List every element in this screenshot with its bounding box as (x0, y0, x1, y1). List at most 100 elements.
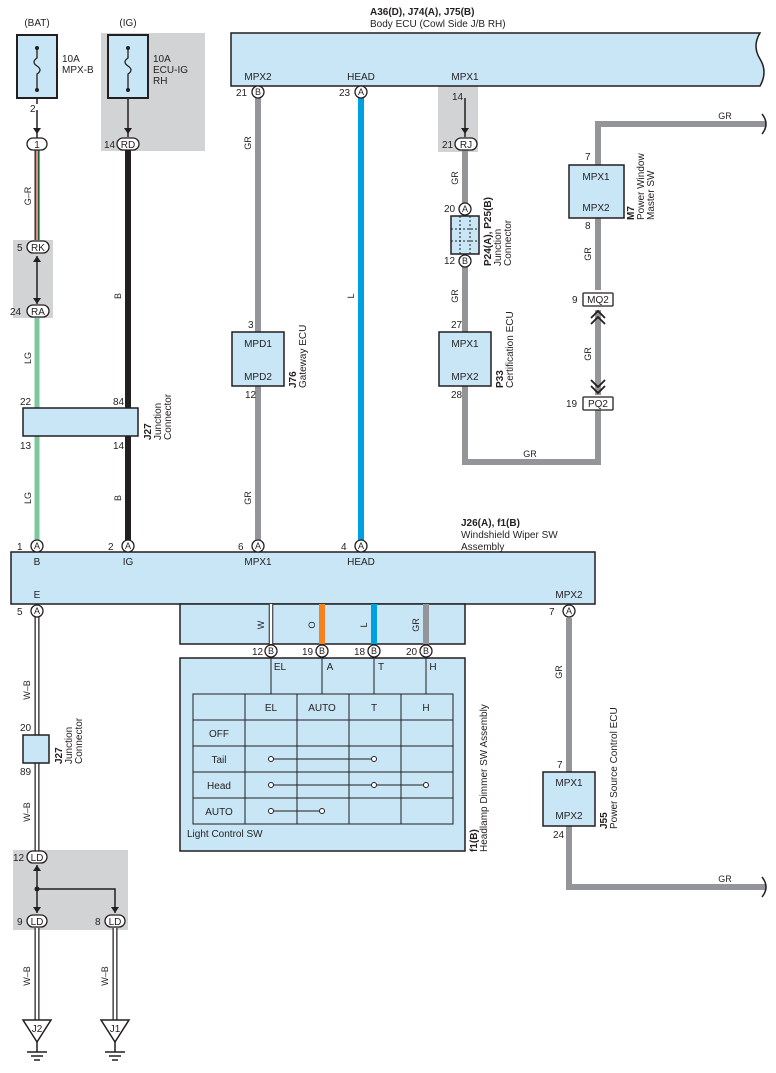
table-row-auto: AUTO (205, 807, 233, 818)
wiper-pin-no-4: 4 (341, 542, 347, 553)
wiper-pin-no-7: 7 (549, 607, 555, 618)
svg-text:A: A (358, 87, 364, 97)
power-window-block (568, 164, 625, 219)
wiper-label-head: HEAD (347, 557, 375, 568)
svg-text:B: B (371, 646, 377, 656)
pin-dimmer-12: B (264, 644, 278, 658)
fuse-bat-pin: 2 (30, 104, 36, 115)
label-gr-bottom-right: GR (718, 874, 732, 884)
j27-top-block (22, 407, 139, 437)
label-gr-mpx2: GR (243, 136, 253, 150)
ld3-pin-no: 8 (95, 917, 101, 928)
j27b-pin-89: 89 (20, 767, 32, 778)
label-gr-pw: GR (583, 247, 593, 261)
label-b-lower: B (113, 495, 123, 501)
svg-text:RJ: RJ (460, 140, 472, 151)
fuse-bat-rating: 10A (62, 54, 80, 65)
body-ecu-mpx2-pin: 21 (236, 88, 248, 99)
pin-wiper-4: A (354, 539, 368, 553)
dimmer-label-el: EL (274, 662, 287, 673)
pin-wiper-1: A (30, 539, 44, 553)
ps-mpx1: MPX1 (555, 778, 583, 789)
bat-label: (BAT) (24, 18, 49, 29)
pw-pin-bottom: 8 (585, 221, 591, 232)
j27-top-name: Junction (153, 403, 164, 440)
pin-dimmer-19: B (315, 644, 329, 658)
body-ecu-head: HEAD (347, 72, 375, 83)
p24-code: P24(A), P25(B) (483, 197, 494, 266)
ps-name: Power Source Control ECU (609, 707, 620, 829)
wiper-code: J26(A), f1(B) (461, 518, 520, 529)
connector-rd: RD (116, 137, 140, 151)
svg-text:B: B (255, 87, 261, 97)
table-col-h: H (422, 703, 429, 714)
label-gr-sub: GR (411, 618, 421, 632)
dimmer-label-a: A (327, 662, 334, 673)
junction-p24-block (450, 215, 480, 255)
j27b-pin-20: 20 (20, 723, 32, 734)
wiper-pin-no-2: 2 (108, 542, 114, 553)
wiper-label-mpx2: MPX2 (555, 590, 583, 601)
dimmer-name: Headlamp Dimmer SW Assembly (479, 704, 490, 852)
j27-pin-13: 13 (20, 441, 32, 452)
j27-bottom-name2: Connector (74, 717, 85, 764)
label-wb-4: W–B (100, 966, 110, 986)
connector-ld-12: LD (26, 850, 48, 864)
cert-pin-top: 27 (451, 320, 463, 331)
light-control-label: Light Control SW (187, 829, 263, 840)
wiper-label-b: B (34, 557, 41, 568)
connector-ra: RA (26, 304, 50, 318)
table-col-t: T (371, 703, 377, 714)
pin-head-a: A (354, 85, 368, 99)
pw-pin-top: 7 (585, 152, 591, 163)
dimmer-label-t: T (378, 662, 384, 673)
label-w-sub: W (256, 620, 266, 629)
wire-gr-top-right (595, 121, 766, 165)
body-ecu-code: A36(D), J74(A), J75(B) (370, 7, 474, 18)
dimmer-pin-no-20: 20 (406, 647, 418, 658)
label-gr-top-right: GR (718, 111, 732, 121)
svg-text:B: B (462, 256, 468, 266)
light-control-table (192, 693, 454, 825)
p24-name2: Connector (503, 219, 514, 266)
fuse-ig-name2: RH (153, 76, 167, 87)
svg-text:A: A (462, 204, 468, 214)
cert-pin-bottom: 28 (451, 390, 463, 401)
body-ecu-head-pin: 23 (339, 88, 351, 99)
j27-pin-22: 22 (20, 397, 32, 408)
gateway-pin-top: 3 (248, 320, 254, 331)
label-wb-1: W–B (22, 680, 32, 700)
wiper-pin-no-6: 6 (238, 542, 244, 553)
connector-ld-9: LD (26, 914, 48, 928)
ground-j1 (99, 1019, 131, 1061)
ld2-pin-no: 9 (17, 917, 23, 928)
pin-wiper-6: A (251, 539, 265, 553)
gateway-code: J76 (288, 371, 299, 388)
body-ecu-mpx2: MPX2 (244, 72, 272, 83)
table-col-auto: AUTO (308, 703, 336, 714)
svg-text:B: B (319, 646, 325, 656)
wiper-pin-no-5: 5 (17, 607, 23, 618)
gateway-ecu-block (231, 331, 285, 387)
pw-mpx1: MPX1 (582, 172, 610, 183)
label-gr-mq2: GR (583, 347, 593, 361)
connector-mq2: MQ2 (582, 292, 614, 307)
wiper-label-mpx1: MPX1 (244, 557, 272, 568)
svg-text:RD: RD (121, 140, 135, 151)
j27-pin-84: 84 (113, 397, 125, 408)
label-wb-3: W–B (22, 966, 32, 986)
wiper-pin-no-1: 1 (17, 542, 23, 553)
ra-pin-no: 24 (10, 307, 22, 318)
rj-pin-no: 21 (442, 140, 454, 151)
pin-dimmer-18: B (367, 644, 381, 658)
label-b-upper: B (113, 293, 123, 299)
pq2-pin-no: 19 (566, 399, 578, 410)
body-ecu-mpx1: MPX1 (451, 72, 479, 83)
pin-dimmer-20: B (419, 644, 433, 658)
wiper-label-ig: IG (123, 557, 134, 568)
pw-name: Power Window (636, 153, 647, 220)
svg-text:B: B (268, 646, 274, 656)
ground-j1-label: J1 (110, 1024, 121, 1035)
svg-text:RA: RA (31, 307, 45, 318)
label-l-sub: L (359, 622, 369, 627)
